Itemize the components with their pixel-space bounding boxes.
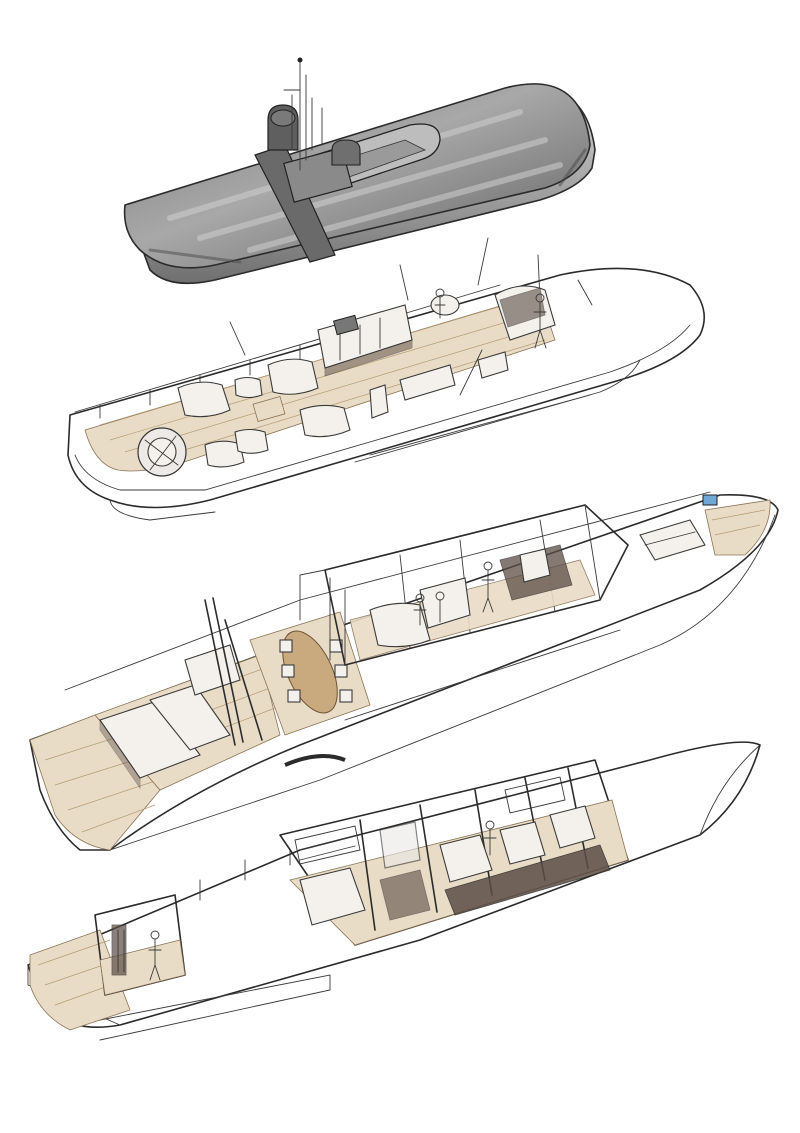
main-deck-level bbox=[29, 491, 779, 851]
aft-lounge-chairs bbox=[137, 358, 351, 477]
flybridge-deck-level bbox=[67, 237, 706, 521]
hardtop-roof-level bbox=[123, 57, 596, 285]
lower-deck-level bbox=[27, 741, 761, 1041]
